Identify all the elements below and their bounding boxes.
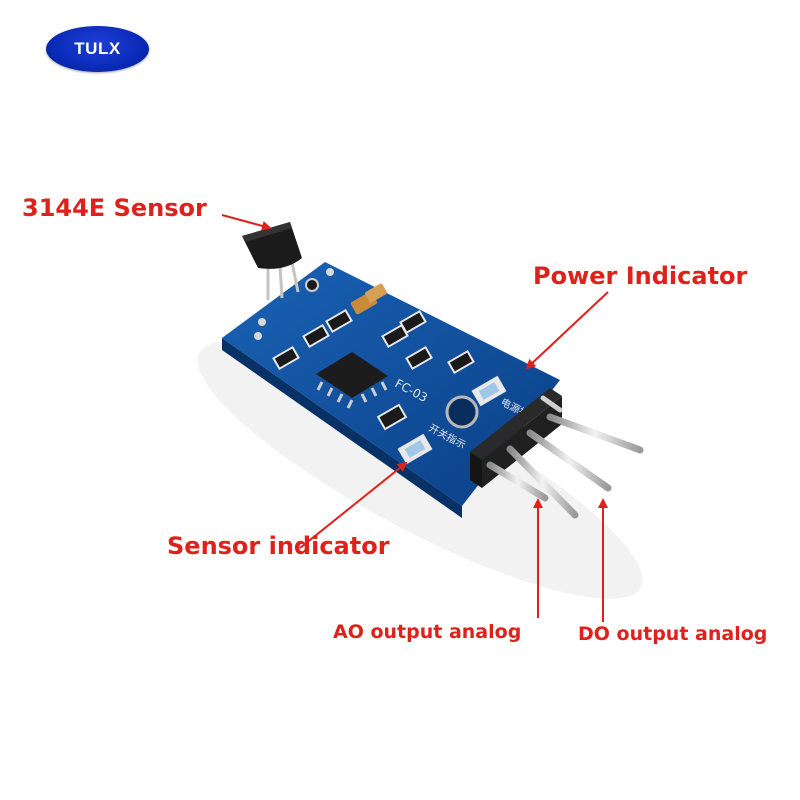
brand-logo: TULX (46, 26, 149, 72)
header-pins (486, 395, 644, 519)
pcb-board (222, 262, 560, 506)
via (258, 318, 266, 326)
pin-header (470, 388, 562, 488)
pcb-edge (222, 338, 462, 518)
via (305, 278, 319, 292)
power-indicator-led (471, 375, 507, 407)
ic-chip (316, 352, 388, 409)
via (326, 268, 334, 276)
sensor-indicator-led (397, 433, 433, 465)
label-power-indicator: Power Indicator (533, 262, 748, 290)
brand-logo-text: TULX (74, 39, 121, 58)
arrow-power (525, 291, 609, 370)
hall-sensor-3144e (242, 222, 302, 300)
label-3144e-sensor: 3144E Sensor (22, 194, 207, 222)
label-do-output: DO output analog (578, 623, 768, 645)
arrow-sensor (221, 214, 272, 231)
arrow-sensor-indicator (299, 461, 408, 549)
annotation-arrows (221, 214, 609, 622)
label-sensor-indicator: Sensor indicator (167, 532, 390, 560)
label-ao-output: AO output analog (333, 621, 522, 643)
via (254, 332, 262, 340)
mounting-hole (445, 395, 479, 429)
smd-components (272, 283, 475, 431)
